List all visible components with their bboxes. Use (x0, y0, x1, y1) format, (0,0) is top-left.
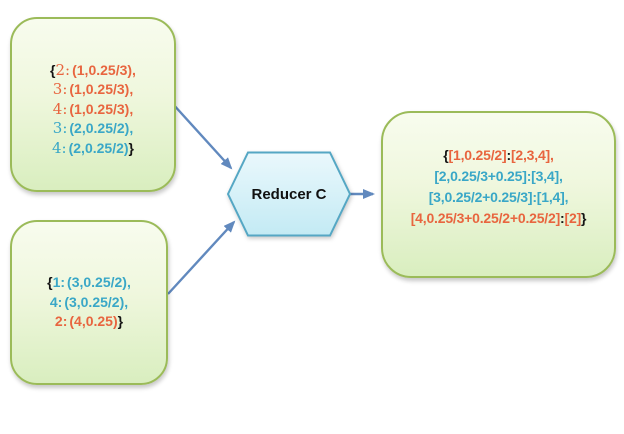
entry-value: (1,0.25/3), (72, 61, 136, 78)
reducer-label: Reducer C (251, 185, 327, 203)
entry-pair: [2,0.25/3+0.25] (434, 167, 527, 184)
map-entry: 4:(1,0.25/3), (12, 100, 174, 120)
entry-colon: : (532, 188, 537, 205)
close-brace: } (117, 313, 124, 330)
input-box-bottom: {1:(3,0.25/2), 4:(3,0.25/2), 2:(4,0.25)} (10, 220, 168, 385)
entry-colon: : (506, 146, 511, 163)
open-brace: { (50, 61, 56, 78)
entry-key: 4: (52, 138, 67, 157)
map-entry: 4:(2,0.25/2)} (12, 139, 174, 159)
map-entry: {2:(1,0.25/3), (12, 61, 174, 81)
input-top-lines: {2:(1,0.25/3), 3:(1,0.25/3), 4:(1,0.25/3… (12, 61, 174, 159)
hexagon-shape (227, 151, 351, 237)
close-brace: } (581, 209, 587, 226)
entry-result: [2,3,4], (510, 146, 554, 163)
input-bottom-lines: {1:(3,0.25/2), 4:(3,0.25/2), 2:(4,0.25)} (12, 273, 166, 332)
close-brace: } (128, 139, 134, 156)
reduced-entry: {[1,0.25/2]:[2,3,4], (383, 145, 614, 166)
entry-pair: [4,0.25/3+0.25/2+0.25/2] (410, 209, 561, 226)
entry-value: (3,0.25/2), (64, 293, 129, 310)
output-box: {[1,0.25/2]:[2,3,4], [2,0.25/3+0.25]:[3,… (381, 111, 616, 278)
entry-colon: : (560, 209, 565, 226)
output-lines: {[1,0.25/2]:[2,3,4], [2,0.25/3+0.25]:[3,… (383, 145, 614, 229)
entry-pair: [3,0.25/2+0.25/3] (428, 188, 533, 205)
arrow-input1-to-reducer (171, 102, 233, 170)
entry-key: 4: (49, 293, 63, 310)
entry-key: 1: (52, 274, 66, 291)
reduced-entry: [2,0.25/3+0.25]:[3,4], (383, 166, 614, 187)
entry-result: [2] (564, 209, 582, 226)
open-brace: { (443, 146, 449, 163)
entry-key: 4: (52, 99, 68, 118)
map-entry: 4:(3,0.25/2), (12, 293, 166, 313)
map-entry: 2:(4,0.25)} (12, 312, 166, 332)
entry-key: 3: (52, 119, 68, 138)
entry-key: 2: (55, 60, 71, 79)
entry-result: [1,4], (536, 188, 569, 205)
open-brace: { (47, 274, 53, 291)
entry-value: (4,0.25) (69, 313, 118, 330)
reduced-entry: [3,0.25/2+0.25/3]:[1,4], (383, 187, 614, 208)
entry-key: 2: (54, 313, 68, 330)
map-entry: 3:(2,0.25/2), (12, 119, 174, 139)
entry-pair: [1,0.25/2] (448, 146, 507, 163)
entry-value: (2,0.25/2), (69, 120, 134, 137)
input-box-top: {2:(1,0.25/3), 3:(1,0.25/3), 4:(1,0.25/3… (10, 17, 176, 192)
map-entry: {1:(3,0.25/2), (12, 273, 166, 293)
entry-colon: : (526, 167, 532, 184)
map-entry: 3:(1,0.25/3), (12, 80, 174, 100)
arrow-input2-to-reducer (167, 220, 236, 295)
entry-value: (3,0.25/2), (67, 274, 131, 291)
entry-value: (1,0.25/3), (69, 100, 134, 117)
reduced-entry: [4,0.25/3+0.25/2+0.25/2]:[2]} (383, 208, 614, 229)
reducer-node: Reducer C (227, 151, 351, 237)
entry-value: (1,0.25/3), (69, 81, 134, 98)
entry-result: [3,4], (531, 167, 563, 184)
entry-value: (2,0.25/2) (68, 139, 129, 156)
entry-key: 3: (52, 80, 68, 99)
